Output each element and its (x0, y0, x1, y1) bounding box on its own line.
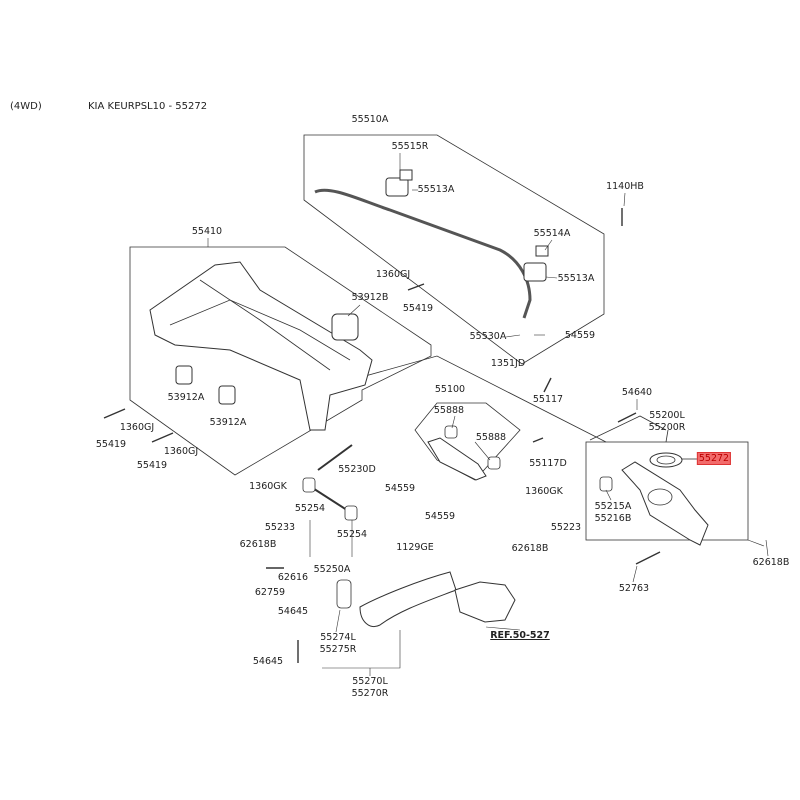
arm-group-lines (350, 355, 607, 443)
part-label-1360GJ[interactable]: 1360GJ (163, 446, 199, 457)
part-label-55200L[interactable]: 55200L (649, 410, 685, 421)
part-label-55100[interactable]: 55100 (434, 384, 466, 395)
part-label-55419[interactable]: 55419 (402, 303, 434, 314)
part-label-62759[interactable]: 62759 (254, 587, 286, 598)
part-label-55254[interactable]: 55254 (336, 529, 368, 540)
bushing-55513A (385, 169, 549, 282)
part-label-55117[interactable]: 55117 (532, 394, 564, 405)
part-label-54645[interactable]: 54645 (252, 656, 284, 667)
drivetrain-variant: (4WD) (10, 101, 42, 112)
part-label-1360GK[interactable]: 1360GK (525, 486, 563, 497)
part-label-52763[interactable]: 52763 (618, 583, 650, 594)
part-label-53912A[interactable]: 53912A (167, 392, 205, 403)
part-label-1140HB[interactable]: 1140HB (606, 181, 644, 192)
part-label-53912B[interactable]: 53912B (351, 292, 389, 303)
trailing-arm (359, 571, 457, 627)
part-label-55272-highlighted[interactable]: 55272 (696, 452, 732, 465)
part-label-54559[interactable]: 54559 (384, 483, 416, 494)
upper-arm (427, 437, 487, 481)
part-label-55410[interactable]: 55410 (191, 226, 223, 237)
part-label-55223[interactable]: 55223 (550, 522, 582, 533)
part-label-55888[interactable]: 55888 (433, 405, 465, 416)
part-label-55270R[interactable]: 55270R (351, 688, 389, 699)
spring-pad-55272 (649, 452, 683, 468)
part-label-55200R[interactable]: 55200R (648, 422, 686, 433)
leader-lines (207, 153, 769, 676)
bolts (103, 208, 661, 663)
bushing-53912 (175, 313, 359, 405)
part-label-54640[interactable]: 54640 (621, 387, 653, 398)
part-label-55270L[interactable]: 55270L (352, 676, 388, 687)
crossmember-group-box (129, 246, 432, 476)
part-label-54559[interactable]: 54559 (564, 330, 596, 341)
crossmember (149, 261, 373, 431)
part-label-1351JD[interactable]: 1351JD (490, 358, 526, 369)
page-title: KIA KEURPSL10 - 55272 (88, 101, 208, 112)
part-label-55530A[interactable]: 55530A (469, 331, 507, 342)
stabilizer-group-box (303, 134, 605, 365)
part-label-55514A[interactable]: 55514A (533, 228, 571, 239)
part-label-55215A[interactable]: 55215A (594, 501, 632, 512)
part-label-55510A[interactable]: 55510A (351, 114, 389, 125)
part-label-54559[interactable]: 54559 (424, 511, 456, 522)
part-label-55274L[interactable]: 55274L (320, 632, 356, 643)
part-label-55419[interactable]: 55419 (95, 439, 127, 450)
part-label-1360GJ[interactable]: 1360GJ (375, 269, 411, 280)
reference-link-50-527[interactable]: REF.50-527 (490, 630, 550, 641)
part-label-55513A[interactable]: 55513A (557, 273, 595, 284)
part-label-55254[interactable]: 55254 (294, 503, 326, 514)
part-label-53912A[interactable]: 53912A (209, 417, 247, 428)
part-label-55513A[interactable]: 55513A (417, 184, 455, 195)
part-label-62618B[interactable]: 62618B (752, 557, 790, 568)
part-label-1360GK[interactable]: 1360GK (249, 481, 287, 492)
stabilizer-bar (314, 188, 532, 319)
part-label-55250A[interactable]: 55250A (313, 564, 351, 575)
lower-control-arm (621, 461, 709, 546)
part-label-62618B[interactable]: 62618B (239, 539, 277, 550)
part-label-55888[interactable]: 55888 (475, 432, 507, 443)
part-label-54645[interactable]: 54645 (277, 606, 309, 617)
part-label-55117D[interactable]: 55117D (529, 458, 567, 469)
part-label-55275R[interactable]: 55275R (319, 644, 357, 655)
part-label-55419[interactable]: 55419 (136, 460, 168, 471)
part-label-62616[interactable]: 62616 (277, 572, 309, 583)
part-label-55515R[interactable]: 55515R (391, 141, 429, 152)
part-label-55230D[interactable]: 55230D (338, 464, 376, 475)
part-label-62618B[interactable]: 62618B (511, 543, 549, 554)
part-label-55216B[interactable]: 55216B (594, 513, 632, 524)
part-label-55233[interactable]: 55233 (264, 522, 296, 533)
part-label-1360GJ[interactable]: 1360GJ (119, 422, 155, 433)
knuckle (454, 581, 516, 623)
lower-arm-group-box (585, 441, 749, 541)
part-label-1129GE[interactable]: 1129GE (396, 542, 434, 553)
